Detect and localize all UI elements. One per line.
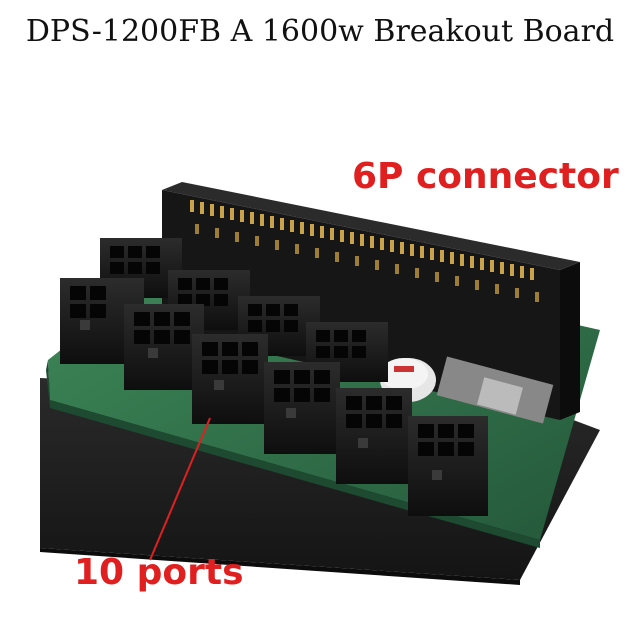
ports-label: 10 ports [74, 552, 244, 593]
power-port-blocks [60, 238, 488, 516]
page-title: DPS-1200FB A 1600w Breakout Board [25, 14, 615, 49]
switch-component [436, 356, 554, 424]
annotation-line [149, 417, 211, 561]
capacitor-component [380, 358, 436, 402]
connector-label: 6P connector [352, 156, 619, 197]
